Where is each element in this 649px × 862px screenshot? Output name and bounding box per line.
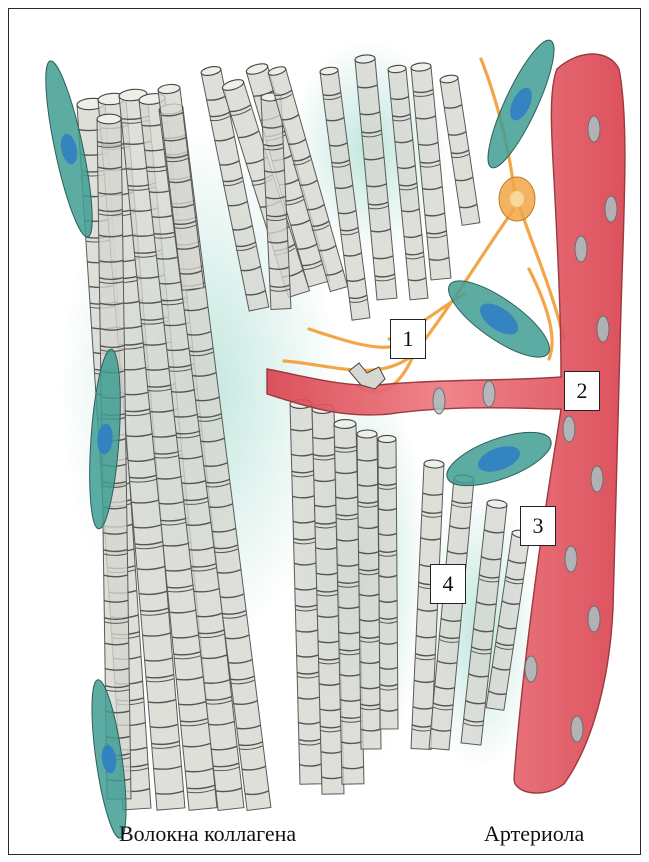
endothelial-nucleus bbox=[565, 546, 577, 572]
nerve-nucleus bbox=[510, 191, 524, 207]
endothelial-nucleus bbox=[563, 416, 575, 442]
endothelial-nucleus bbox=[588, 116, 600, 142]
endothelial-nucleus bbox=[605, 196, 617, 222]
endothelial-nucleus bbox=[591, 466, 603, 492]
caption-arteriole: Артериола bbox=[484, 821, 584, 847]
endothelial-nucleus bbox=[483, 381, 495, 407]
fibroblast-cell bbox=[440, 421, 557, 496]
endothelial-nucleus bbox=[433, 388, 445, 414]
tissue-illustration bbox=[9, 9, 640, 854]
endothelial-nucleus bbox=[525, 656, 537, 682]
figure-frame: 1 2 3 4 Волокна коллагена Артериола bbox=[8, 8, 641, 855]
marker-1-nerve-ending: 1 bbox=[390, 319, 426, 359]
marker-3-perivascular-cell: 3 bbox=[520, 506, 556, 546]
marker-4-collagen-bundle: 4 bbox=[430, 564, 466, 604]
caption-collagen-fibers: Волокна коллагена bbox=[119, 821, 296, 847]
fibroblast-cell bbox=[438, 268, 559, 370]
marker-2-arteriole-branch: 2 bbox=[564, 371, 600, 411]
endothelial-nucleus bbox=[571, 716, 583, 742]
collagen-fibril bbox=[357, 430, 381, 749]
endothelial-nucleus bbox=[597, 316, 609, 342]
endothelial-nucleus bbox=[588, 606, 600, 632]
collagen-fibril bbox=[378, 435, 398, 729]
endothelial-nucleus bbox=[575, 236, 587, 262]
